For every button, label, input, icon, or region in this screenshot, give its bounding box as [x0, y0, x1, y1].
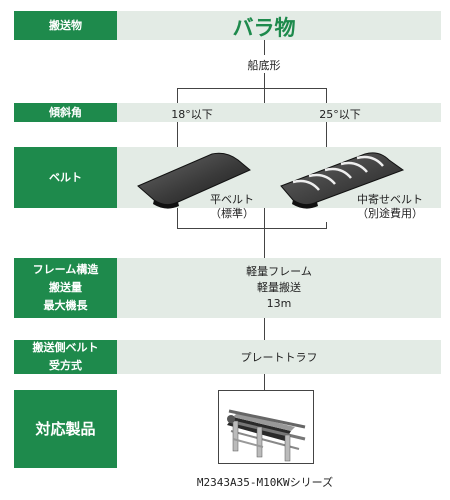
- frame-label: フレーム構造 搬送量 最大機長: [14, 258, 117, 318]
- cleat-belt-name: 中寄せベルト: [357, 193, 423, 206]
- flat-belt-name: 平ベルト: [210, 193, 254, 206]
- angle-label-text: 傾斜角: [49, 105, 82, 119]
- connector-left-belt: [177, 122, 178, 147]
- conveyed-value: バラ物: [232, 16, 296, 40]
- connector-right-belt: [326, 122, 327, 147]
- bottom-shape-text: 船底形: [244, 57, 284, 73]
- conveyor-product-image: [227, 409, 306, 462]
- conveyed-label-text: 搬送物: [49, 18, 82, 32]
- angle-right-value: 25°以下: [319, 108, 361, 121]
- belt-label: ベルト: [14, 147, 117, 208]
- frame-value-line-1: 軽量フレーム: [246, 265, 312, 278]
- cleat-belt-illustration: [280, 152, 405, 209]
- frame-label-line-1: フレーム構造: [32, 263, 99, 276]
- flat-belt-note: （標準）: [210, 207, 254, 220]
- angle-label: 傾斜角: [14, 103, 117, 122]
- conveyed-label: 搬送物: [14, 11, 117, 40]
- connector-belt-join: [177, 228, 327, 229]
- frame-label-line-2: 搬送量: [49, 281, 82, 294]
- angle-band: [117, 103, 441, 122]
- trough-label-line-1: 搬送側ベルト: [32, 341, 99, 354]
- belt-label-text: ベルト: [49, 170, 82, 184]
- connector-split: [177, 88, 327, 89]
- flat-belt-illustration: [137, 152, 251, 209]
- connector-top: [264, 40, 265, 55]
- product-image-frame: [218, 390, 314, 464]
- product-label: 対応製品: [14, 390, 117, 468]
- connector-belt-join-left: [177, 208, 178, 228]
- frame-value-line-3: 13m: [266, 297, 292, 310]
- product-caption: M2343A35-M10KWシリーズ: [196, 476, 334, 489]
- trough-label: 搬送側ベルト 受方式: [14, 340, 117, 374]
- connector-frame-trough: [264, 318, 265, 340]
- connector-left-drop: [177, 88, 178, 103]
- frame-value-line-2: 軽量搬送: [257, 281, 301, 294]
- trough-label-line-2: 受方式: [49, 359, 82, 372]
- angle-left-value: 18°以下: [171, 108, 213, 121]
- connector-belt-join-right: [326, 222, 327, 228]
- connector-trough-product: [264, 374, 265, 390]
- trough-value: プレートトラフ: [240, 351, 318, 364]
- frame-label-line-3: 最大機長: [43, 299, 88, 312]
- product-label-text: 対応製品: [35, 420, 96, 438]
- conveyed-band: [117, 11, 441, 40]
- frame-band: 軽量フレーム 軽量搬送 13m: [117, 258, 441, 318]
- trough-band: プレートトラフ: [117, 340, 441, 374]
- connector-right-drop: [326, 88, 327, 103]
- connector-belt-frame: [264, 208, 265, 258]
- cleat-belt-note: （別途費用）: [357, 207, 423, 220]
